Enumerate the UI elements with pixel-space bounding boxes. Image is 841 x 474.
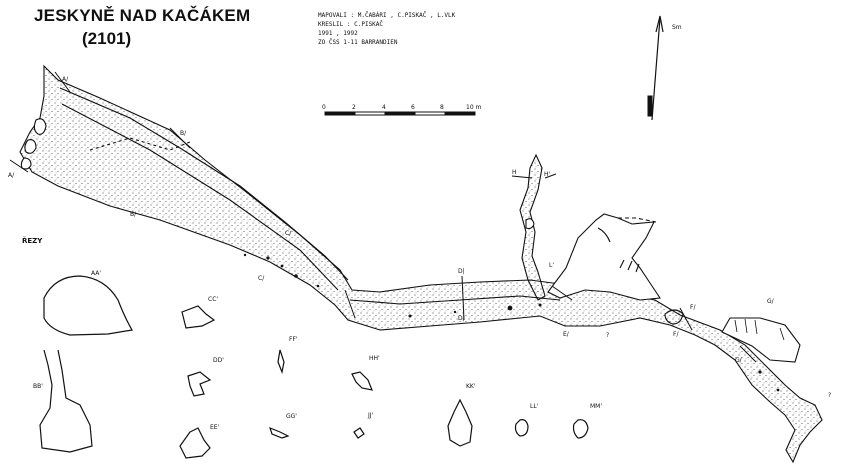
section-label-cc: CC' (208, 296, 219, 303)
section-label-dd: DD' (213, 357, 224, 364)
sections-heading: ŘEZY (22, 237, 43, 245)
plan-mark-f2: F/ (673, 331, 679, 338)
section-gg (269, 426, 290, 439)
plan-mark-f1: F/ (690, 304, 696, 311)
plan-mark-h1: H (512, 169, 517, 176)
section-jj (353, 427, 365, 439)
scale-tick-6: 6 (411, 104, 415, 111)
section-label-bb: BB' (33, 383, 43, 390)
section-label-mm: MM' (590, 403, 603, 410)
section-label-jj: JJ' (368, 412, 374, 419)
section-kk (447, 398, 473, 447)
section-aa (43, 275, 133, 336)
scale-tick-4: 4 (382, 104, 386, 111)
plan-mark-c2: C/ (258, 275, 265, 282)
north-arrow-icon (647, 15, 664, 121)
section-label-aa: AA' (91, 270, 102, 277)
credits-organization: ZO ČSS 1-11 BARRANDIEN (318, 39, 398, 46)
section-label-hh: HH' (369, 355, 380, 362)
section-label-gg: GG' (286, 413, 297, 420)
map-number: (2101) (82, 29, 132, 48)
plan-mark-h2: H' (544, 171, 551, 178)
section-ff (277, 349, 285, 375)
credits-surveyed: MAPOVALI : M.ČABÁRI , C.PISKAČ , L.VLK (318, 12, 456, 19)
section-hh (351, 371, 373, 391)
plan-mark-d1: D| (458, 268, 465, 275)
plan-mark-a1: A/ (62, 76, 69, 83)
section-label-ll: LL' (530, 403, 539, 410)
plan-mark-question-1: ? (606, 332, 610, 339)
section-bb (39, 349, 93, 453)
scale-bar (324, 111, 476, 116)
section-dd (187, 371, 212, 397)
plan-mark-l: L' (549, 262, 554, 269)
plan-mark-question-2: ? (828, 392, 832, 399)
credits-years: 1991 , 1992 (318, 30, 358, 37)
section-ee (179, 427, 211, 459)
section-label-ff: FF' (289, 336, 298, 343)
plan-mark-b2: B/ (130, 211, 137, 218)
section-label-ee: EE' (210, 424, 220, 431)
cave-plan (9, 64, 823, 464)
credits-drawn: KRESLIL : C.PISKAČ (318, 21, 384, 28)
scale-tick-2: 2 (352, 104, 356, 111)
map-title: JESKYNĚ NAD KAČÁKEM (34, 6, 251, 25)
scale-tick-0: 0 (322, 104, 326, 111)
plan-mark-g1: G/ (767, 298, 774, 305)
section-ll (514, 419, 529, 437)
plan-mark-a2: A/ (8, 172, 15, 179)
plan-mark-b1: B/ (180, 130, 187, 137)
scale-tick-8: 8 (440, 104, 444, 111)
section-cc (181, 305, 216, 329)
main-passage (19, 64, 823, 464)
north-label: Sm (672, 24, 682, 31)
cross-sections (39, 275, 589, 459)
scale-tick-10: 10 m (466, 104, 482, 111)
section-label-kk: KK' (466, 383, 476, 390)
plan-mark-e2: E/ (563, 331, 569, 338)
section-mm (572, 419, 589, 439)
